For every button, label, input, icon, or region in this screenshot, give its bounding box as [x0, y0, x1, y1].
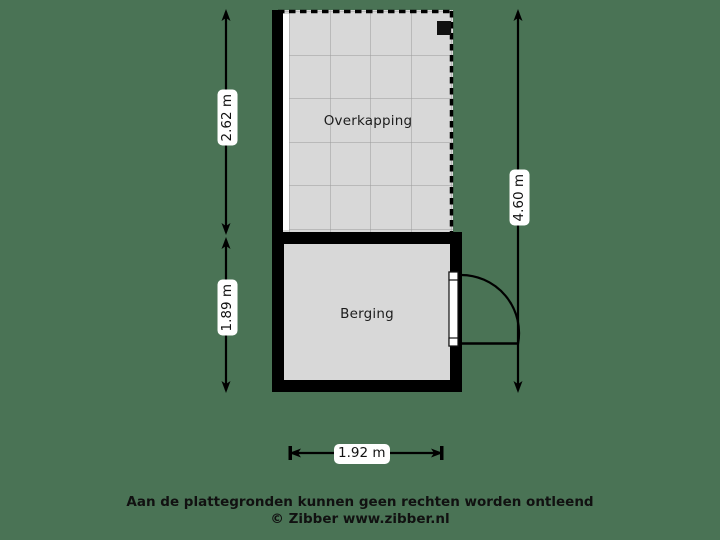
berging-floor — [284, 244, 450, 380]
footer-line-credit: © Zibber www.zibber.nl — [270, 511, 450, 527]
left-wall-white-strip — [283, 14, 289, 230]
dimension-label-bottom-width: 1.92 m — [334, 444, 390, 464]
overkapping-walls — [272, 10, 451, 234]
room-overkapping — [278, 9, 454, 233]
room-berging — [272, 232, 462, 392]
room-label-berging: Berging — [340, 306, 394, 322]
door-hinge-top — [448, 271, 459, 281]
door-leaf — [448, 271, 459, 347]
footer-line-disclaimer: Aan de plattegronden kunnen geen rechten… — [126, 494, 594, 510]
door-hinge-bottom — [448, 337, 459, 347]
wall-left-overkapping — [272, 10, 283, 234]
corner-post-marker — [437, 21, 451, 35]
footer-disclaimer: Aan de plattegronden kunnen geen rechten… — [0, 494, 720, 528]
room-label-overkapping: Overkapping — [323, 113, 413, 129]
dimension-label-left-bottom: 1.89 m — [218, 280, 238, 336]
overkapping-floor — [283, 10, 453, 232]
dimension-label-right-total: 4.60 m — [510, 170, 530, 226]
dimension-label-left-top: 2.62 m — [218, 90, 238, 146]
door-swing-arc — [459, 273, 521, 345]
